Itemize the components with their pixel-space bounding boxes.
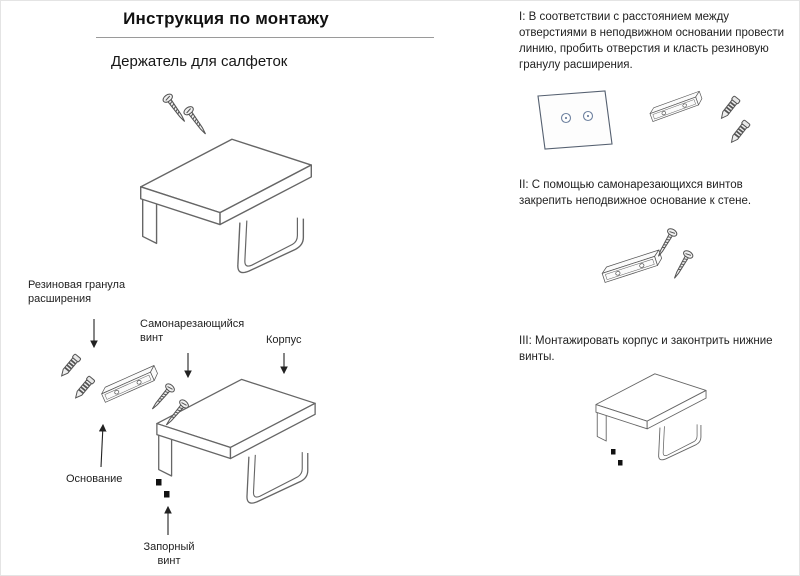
label-rubber-granule: Резиновая гранула расширения: [28, 279, 126, 306]
base-bracket-drawing: [99, 365, 161, 403]
dowel-icon: [58, 353, 82, 379]
exploded-diagram: Резиновая гранула расширения Самонарезаю…: [16, 273, 366, 573]
dowel-icon: [717, 95, 741, 122]
screw-icon: [669, 248, 695, 282]
holder-drawing: [140, 138, 312, 274]
exploded-drawing: [58, 319, 316, 535]
page-title: Инструкция по монтажу: [123, 9, 329, 28]
dowel-icon: [72, 375, 96, 401]
title-divider: [96, 37, 434, 38]
locking-screw-icon: [618, 460, 623, 466]
locking-screw-icon: [164, 491, 170, 498]
step-2-text: II: С помощью самонарезающихся винтов за…: [519, 179, 752, 208]
callout-arrows: [90, 319, 288, 535]
locking-screw-icon: [156, 479, 162, 486]
dowel-icon: [727, 119, 751, 146]
wall-plate-drawing: [537, 90, 613, 150]
left-panel: Инструкция по монтажу Держатель для салф…: [1, 1, 501, 575]
label-self-tapping-screw: Самонарезающийся винт: [140, 318, 245, 345]
product-subtitle: Держатель для салфеток: [111, 53, 288, 70]
step-3-text: III: Монтажировать корпус и законтрить н…: [519, 335, 773, 364]
base-bracket-drawing: [600, 249, 664, 283]
step-3-diagram: [595, 373, 707, 466]
right-panel: I: В соответствии с расстоянием между от…: [506, 1, 799, 575]
step-1-text: I: В соответствии с расстоянием между от…: [519, 11, 785, 72]
arrow-base: [98, 423, 107, 468]
label-base: Основание: [66, 473, 123, 485]
step-2-diagram: [600, 226, 695, 283]
screw-icon: [161, 91, 190, 126]
label-body: Корпус: [266, 334, 302, 346]
holder-drawing: [595, 373, 707, 461]
locking-screw-icon: [611, 449, 616, 455]
screw-icon: [148, 381, 177, 413]
screw-icon: [181, 104, 211, 138]
base-bracket-drawing: [648, 90, 704, 122]
main-product-drawing: [140, 91, 312, 274]
label-locking-screw: Запорный винт: [143, 541, 195, 568]
holder-body-drawing: [156, 378, 316, 504]
step-1-diagram: [537, 90, 751, 150]
